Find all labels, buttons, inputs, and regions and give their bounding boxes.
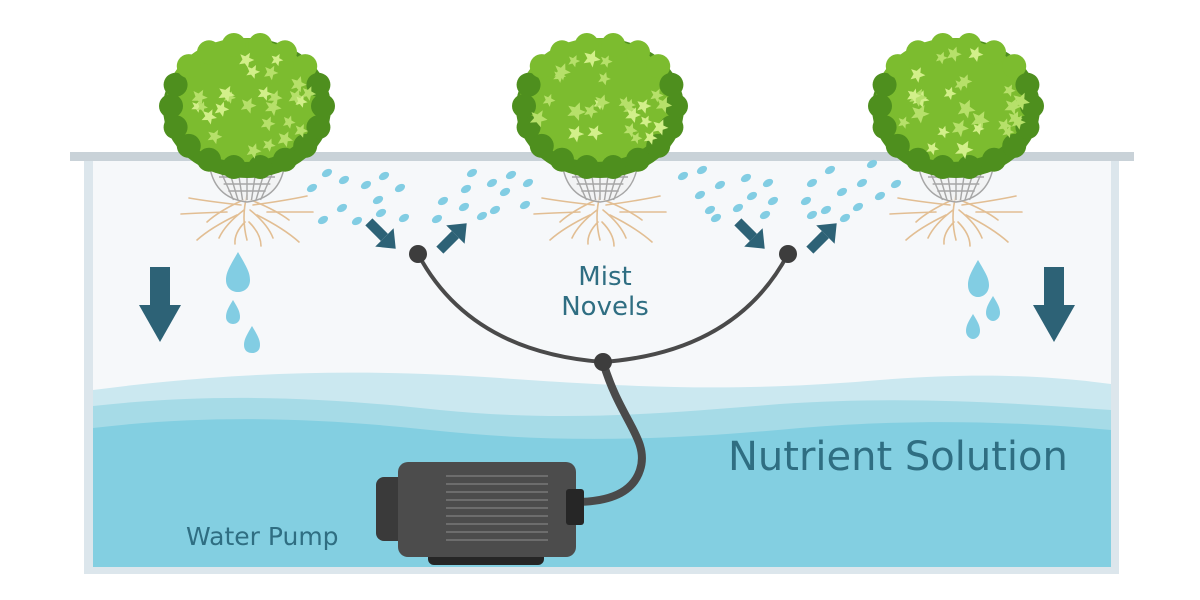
mist-droplet-icon xyxy=(486,178,498,188)
mist-droplet-icon xyxy=(800,196,812,206)
mist-droplet-icon xyxy=(394,183,406,193)
mist-droplet-icon xyxy=(856,178,868,188)
mist-droplet-icon xyxy=(696,165,708,175)
spray-arrow-icon xyxy=(806,223,837,254)
mist-droplet-icon xyxy=(890,179,902,189)
mist-droplet-icon xyxy=(677,171,689,181)
down-arrow-icon xyxy=(1033,267,1075,342)
mist-droplet-icon xyxy=(306,183,318,193)
mist-droplet-icon xyxy=(460,184,472,194)
mist-droplet-icon xyxy=(489,205,501,215)
plants xyxy=(159,32,1044,247)
mist-droplet-icon xyxy=(767,196,779,206)
water-pump-label: Water Pump xyxy=(186,522,339,551)
mist-droplet-icon xyxy=(398,213,410,223)
water-pump-icon xyxy=(376,462,584,565)
mist-droplet-icon xyxy=(519,200,531,210)
foliage xyxy=(868,32,1044,180)
pump-hose xyxy=(571,358,646,506)
down-arrow-icon xyxy=(139,267,181,342)
mist-label-line1: Mist xyxy=(578,262,632,292)
mist-hose-left xyxy=(416,253,604,364)
mist-droplet-icon xyxy=(852,202,864,212)
mist-droplet-icon xyxy=(710,213,722,223)
mist-label-line2: Novels xyxy=(561,292,649,322)
water-droplet-icon xyxy=(226,252,260,353)
mist-droplet-icon xyxy=(714,180,726,190)
roots-icon xyxy=(889,194,1023,247)
mist-droplet-icon xyxy=(321,168,333,178)
mist-droplet-icon xyxy=(839,213,851,223)
mist-droplet-icon xyxy=(372,195,384,205)
mist-droplet-icon xyxy=(378,171,390,181)
mist-droplet-icon xyxy=(360,180,372,190)
mist-droplet-icon xyxy=(351,216,363,226)
mist-droplet-icon xyxy=(458,202,470,212)
mist-droplet-icon xyxy=(522,178,534,188)
mist-droplet-icon xyxy=(806,178,818,188)
spray-arrow-icon xyxy=(436,223,467,254)
mist-droplet-icon xyxy=(336,203,348,213)
mist-droplet-icon xyxy=(732,203,744,213)
mist-droplet-icon xyxy=(466,168,478,178)
spray-arrow-icon xyxy=(365,218,396,249)
mist-droplet-icon xyxy=(746,191,758,201)
mist-nozzle-left-icon xyxy=(409,245,427,263)
mist-nozzles-label: Mist Novels xyxy=(540,262,670,322)
foliage xyxy=(512,32,688,180)
mist-droplet-icon xyxy=(499,187,511,197)
nutrient-solution-water xyxy=(93,419,1111,567)
mist-droplet-icon xyxy=(806,210,818,220)
plant-icon xyxy=(159,32,335,247)
mist-droplet-icon xyxy=(694,190,706,200)
mist-nozzle-right-icon xyxy=(779,245,797,263)
mist-droplet-icon xyxy=(759,210,771,220)
mist-droplet-icon xyxy=(505,170,517,180)
mist-droplet-icon xyxy=(762,178,774,188)
spray-arrow-icon xyxy=(734,218,765,249)
mist-hose-right xyxy=(602,253,790,364)
foliage xyxy=(159,32,335,180)
mist-droplet-icon xyxy=(704,205,716,215)
mist-droplet-icon xyxy=(317,215,329,225)
mist-droplet-icon xyxy=(824,165,836,175)
mist-droplet-icon xyxy=(375,208,387,218)
plant-icon xyxy=(512,32,688,247)
mist-droplet-icon xyxy=(836,187,848,197)
roots-icon xyxy=(533,194,667,247)
mist-droplets xyxy=(306,159,902,226)
hose-junction xyxy=(594,353,612,371)
mist-droplet-icon xyxy=(866,159,878,169)
water-droplet-icon xyxy=(966,260,1000,339)
mist-droplet-icon xyxy=(740,173,752,183)
mist-droplet-icon xyxy=(874,191,886,201)
mist-droplet-icon xyxy=(820,205,832,215)
nutrient-solution-label: Nutrient Solution xyxy=(728,434,1068,480)
plant-icon xyxy=(868,32,1044,247)
mist-droplet-icon xyxy=(431,214,443,224)
mist-droplet-icon xyxy=(338,175,350,185)
mist-droplet-icon xyxy=(437,196,449,206)
mist-droplet-icon xyxy=(476,211,488,221)
